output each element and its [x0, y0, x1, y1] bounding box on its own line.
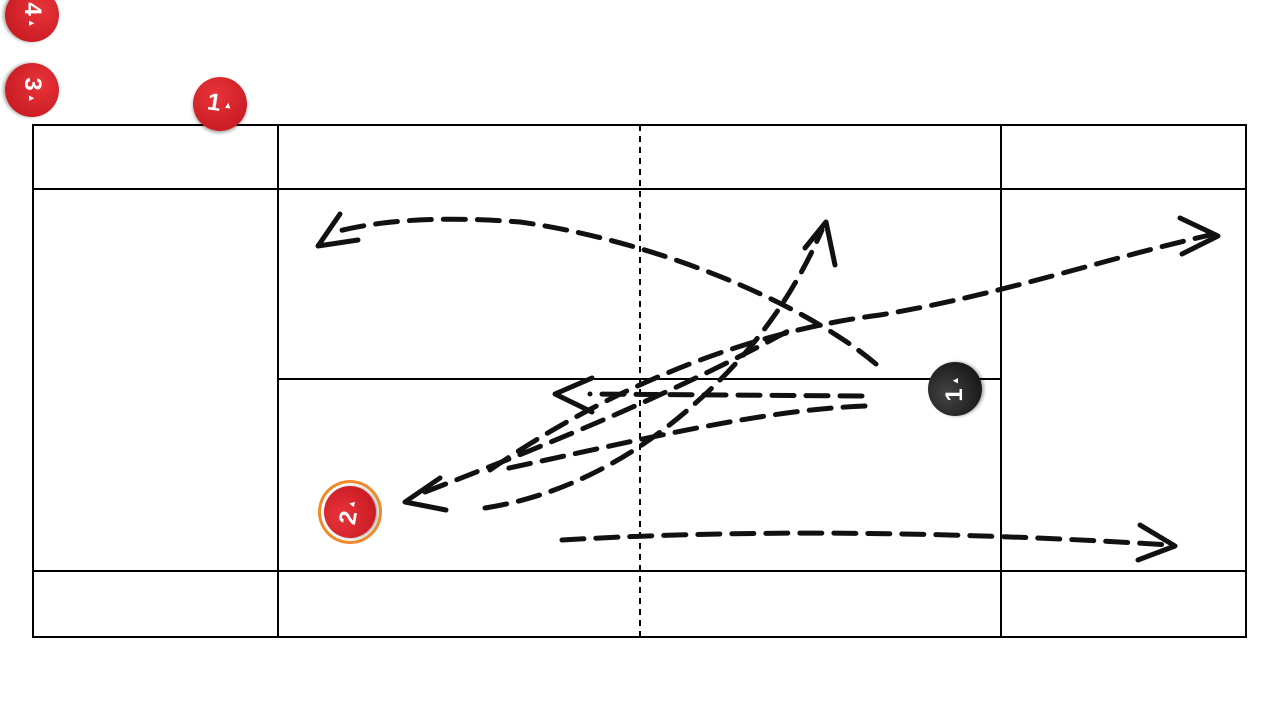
arrowhead-icon: [802, 219, 838, 268]
path-arrow: [559, 530, 1173, 548]
path-arrow: [332, 216, 879, 367]
direction-icon: ▲: [222, 99, 234, 111]
arrowhead-icon: [1177, 215, 1221, 257]
path-arrow: [487, 232, 1213, 473]
token-label: 1: [941, 388, 968, 402]
path-arrow: [587, 391, 865, 399]
path-arrow: [422, 327, 793, 495]
movement-paths: [332, 216, 1213, 548]
arrowhead-icon: [315, 211, 361, 249]
direction-icon: ▲: [345, 498, 358, 510]
arrowhead-icon: [402, 475, 449, 513]
token-label: 3: [19, 77, 46, 91]
arrowheads: [315, 211, 1221, 563]
arrowhead-icon: [552, 375, 595, 415]
arrowhead-icon: [1135, 522, 1178, 563]
token-label: 1: [205, 88, 223, 117]
direction-icon: ▲: [27, 18, 37, 28]
court-lines: [32, 124, 1247, 638]
direction-icon: ▲: [27, 93, 37, 103]
player-token-red-3[interactable]: 3▲: [5, 63, 59, 117]
path-arrow: [497, 403, 868, 473]
path-arrow: [482, 227, 825, 511]
player-token-black-1[interactable]: 1▲: [928, 362, 982, 416]
token-label: 4: [19, 2, 46, 16]
direction-icon: ▲: [950, 376, 960, 386]
token-label: 2: [334, 508, 363, 527]
